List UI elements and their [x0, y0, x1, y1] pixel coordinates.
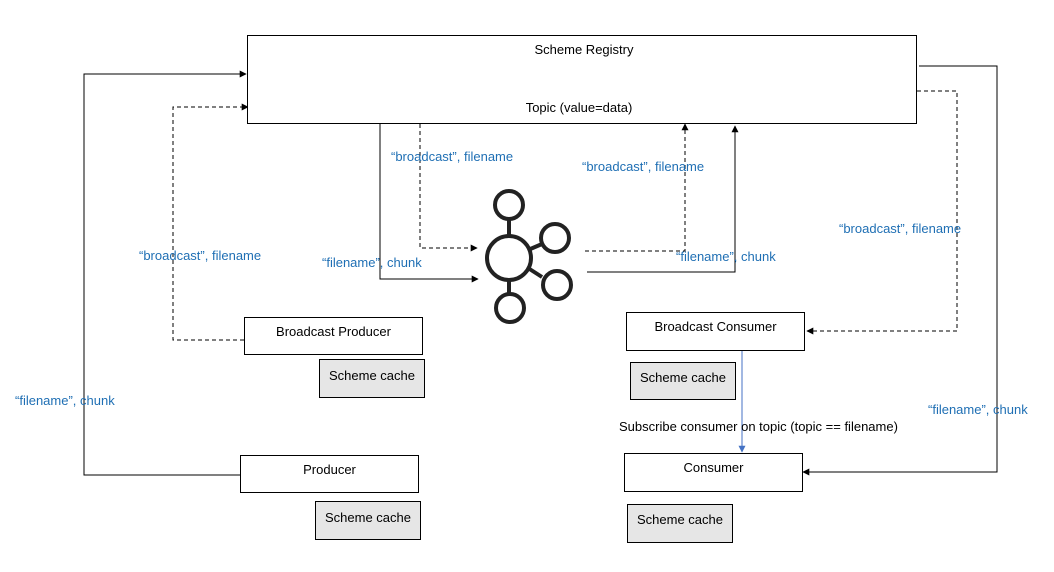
label-broadcast-filename-top-left: “broadcast”, filename — [391, 149, 514, 164]
consumer-cache-label: Scheme cache — [637, 512, 723, 527]
producer-cache-box: Scheme cache — [315, 501, 421, 540]
registry-to-consumer-line — [802, 65, 998, 476]
producer-cache-label: Scheme cache — [325, 510, 411, 525]
broadcast-consumer-cache-label: Scheme cache — [640, 370, 726, 385]
broadcast-producer-box: Broadcast Producer — [244, 317, 423, 355]
scheme-registry-box: Scheme Registry Topic (value=data) — [247, 35, 917, 124]
label-broadcast-filename-right: “broadcast”, filename — [839, 221, 962, 236]
broadcast-producer-to-registry-line — [172, 103, 249, 341]
subscribe-label: Subscribe consumer on topic (topic == fi… — [619, 419, 898, 434]
label-filename-chunk-right: “filename”, chunk — [928, 402, 1028, 417]
broadcast-producer-cache-box: Scheme cache — [319, 359, 425, 398]
broadcast-consumer-label: Broadcast Consumer — [654, 319, 777, 334]
broadcast-consumer-cache-box: Scheme cache — [630, 362, 736, 400]
label-filename-chunk-center-right: “filename”, chunk — [676, 249, 776, 264]
consumer-box: Consumer — [624, 453, 803, 492]
broadcast-consumer-box: Broadcast Consumer — [626, 312, 805, 351]
broadcast-producer-label: Broadcast Producer — [276, 324, 391, 339]
label-broadcast-filename-top-right: “broadcast”, filename — [582, 159, 705, 174]
registry-to-broadcast-consumer-line — [806, 90, 958, 335]
label-broadcast-filename-left: “broadcast”, filename — [139, 248, 262, 263]
broadcast-producer-cache-label: Scheme cache — [329, 368, 415, 383]
producer-label: Producer — [303, 462, 356, 477]
topic-label: Topic (value=data) — [525, 100, 633, 115]
scheme-registry-title: Scheme Registry — [534, 42, 634, 57]
producer-box: Producer — [240, 455, 419, 493]
registry-to-kafka-dashed-line — [419, 124, 478, 252]
consumer-label: Consumer — [683, 460, 744, 475]
kafka-logo-icon — [485, 189, 573, 324]
kafka-to-registry-solid-line — [587, 125, 739, 273]
kafka-to-registry-dashed-line — [585, 123, 689, 252]
producer-to-registry-line — [83, 70, 247, 476]
consumer-cache-box: Scheme cache — [627, 504, 733, 543]
registry-to-kafka-solid-line — [379, 124, 479, 283]
label-filename-chunk-left: “filename”, chunk — [15, 393, 115, 408]
label-filename-chunk-center-left: “filename”, chunk — [322, 255, 422, 270]
